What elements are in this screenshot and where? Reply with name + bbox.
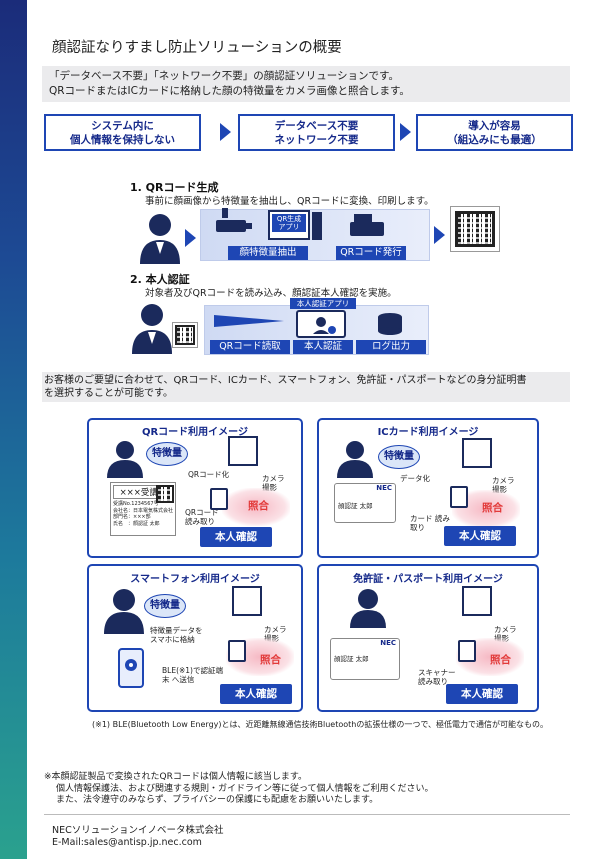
- step2-read-box: QRコード読取: [210, 340, 290, 354]
- person-icon: [107, 441, 143, 478]
- side-gradient-bar: [0, 0, 27, 859]
- face-scan-icon: [228, 436, 258, 466]
- qr-convert-label: QRコード化: [188, 470, 230, 479]
- id-card-icon: NEC 顔認証 太郎: [330, 638, 400, 680]
- person-icon: [104, 589, 144, 634]
- camera-label: カメラ 撮影: [262, 474, 285, 492]
- step1-heading: 1. QRコード生成: [130, 181, 219, 194]
- printer-icon: [350, 214, 384, 236]
- ic-card-title: ICカード利用イメージ: [377, 427, 479, 438]
- tablet-icon: [210, 488, 228, 510]
- arrow-right-icon: [400, 123, 411, 141]
- tablet-icon: [458, 640, 476, 662]
- card-name: 顔認証 太郎: [334, 655, 369, 663]
- match-label: 照合: [490, 654, 511, 666]
- step1-extract-box: 顔特徴量抽出: [228, 246, 308, 260]
- qr-gen-app-label: QR生成 アプリ: [272, 214, 306, 232]
- match-highlight: [222, 488, 290, 526]
- face-scan-icon: [232, 586, 262, 616]
- feature-bubble: 特徴量: [144, 594, 186, 618]
- identity-confirm-tag: 本人確認: [446, 684, 518, 704]
- arrow-right-icon: [220, 123, 231, 141]
- intro-line-1: 「データベース不要」「ネットワーク不要」の顔認証ソリューションです。: [49, 70, 399, 82]
- step2-auth-box: 本人認証: [293, 340, 353, 354]
- location-pin-icon: [125, 659, 137, 671]
- person-icon: [140, 214, 180, 264]
- store-label: 特徴量データを スマホに格納: [150, 626, 203, 644]
- license-card-title: 免許証・パスポート利用イメージ: [353, 574, 503, 585]
- qr-card-title: QRコード利用イメージ: [141, 427, 248, 438]
- note-line-3: また、法令遵守のみならず、プライバシーの保護にも配慮をお願いいたします。: [56, 795, 379, 805]
- face-scan-icon: [313, 317, 336, 334]
- match-label: 照合: [482, 502, 503, 514]
- feature-bubble: 特徴量: [146, 442, 188, 466]
- step1-description: 事前に顔画像から特徴量を抽出し、QRコードに変換、印刷します。: [145, 196, 434, 207]
- face-scan-icon: [462, 438, 492, 468]
- note-line-2: 個人情報保護法、および関連する規則・ガイドライン等に従って個人情報をご利用くださ…: [56, 783, 434, 794]
- identity-confirm-tag: 本人確認: [220, 684, 292, 704]
- choice-box: お客様のご要望に合わせて、QRコード、ICカード、スマートフォン、免許証・パスポ…: [42, 372, 570, 402]
- qr-code-icon: [156, 485, 174, 503]
- nec-logo: NEC: [376, 484, 392, 492]
- step2-heading: 2. 本人認証: [130, 273, 190, 286]
- match-label: 照合: [248, 500, 269, 512]
- ble-label: BLE(※1)で認証端末 へ送信: [162, 666, 223, 684]
- step2-description: 対象者及びQRコードを読み込み、顔認証本人確認を実施。: [145, 288, 397, 299]
- ble-footnote: (※1) BLE(Bluetooth Low Energy)とは、近距離無線通信…: [92, 720, 549, 729]
- tablet-face-icon: [296, 310, 346, 338]
- smartphone-icon: [118, 648, 144, 688]
- qr-code-card: [450, 206, 500, 252]
- arrow-right-icon: [185, 229, 196, 247]
- card-name: 顔認証 太郎: [338, 502, 373, 510]
- person-icon: [132, 304, 172, 354]
- arrow-right-icon: [214, 315, 284, 327]
- person-icon: [337, 441, 373, 478]
- smartphone-card-title: スマートフォン利用イメージ: [130, 574, 260, 585]
- choice-line-2: を選択することが可能です。: [44, 388, 173, 399]
- note-line-1: ※本顔認証製品で変換されたQRコードは個人情報に該当します。: [44, 772, 307, 782]
- qr-code-icon: [455, 211, 495, 247]
- camera-icon: [216, 208, 252, 232]
- qr-code-icon: [175, 325, 195, 345]
- page-title: 顔認証なりすまし防止ソリューションの概要: [52, 40, 342, 56]
- match-label: 照合: [260, 654, 281, 666]
- identity-confirm-tag: 本人確認: [200, 527, 272, 547]
- database-icon: [378, 313, 402, 335]
- card-read-label: カード 読み取り: [410, 514, 450, 532]
- feature-no-database: データベース不要ネットワーク不要: [238, 114, 395, 151]
- contact-email: E-Mail:sales@antisp.jp.nec.com: [52, 837, 202, 848]
- choice-line-1: お客様のご要望に合わせて、QRコード、ICカード、スマートフォン、免許証・パスポ…: [44, 375, 527, 386]
- qr-read-label: QRコード 読み取り: [185, 508, 219, 526]
- step1-issue-box: QRコード発行: [336, 246, 406, 260]
- feature-no-personal-data: システム内に個人情報を保持しない: [44, 114, 201, 151]
- company-name: NECソリューションイノベータ株式会社: [52, 825, 224, 836]
- feature-bubble: 特徴量: [378, 445, 420, 469]
- camera-label: カメラ 撮影: [492, 476, 515, 494]
- intro-box: 「データベース不要」「ネットワーク不要」の顔認証ソリューションです。 QRコード…: [42, 66, 570, 102]
- face-scan-icon: [462, 586, 492, 616]
- monitor-icon: QR生成 アプリ: [268, 210, 310, 240]
- privacy-notes: ※本顔認証製品で変換されたQRコードは個人情報に該当します。 個人情報保護法、お…: [44, 772, 434, 807]
- divider: [44, 814, 570, 815]
- person-icon: [350, 589, 386, 628]
- nec-logo: NEC: [380, 639, 396, 647]
- identity-confirm-tag: 本人確認: [444, 526, 516, 546]
- step2-log-box: ログ出力: [356, 340, 426, 354]
- scanner-read-label: スキャナー 読み取り: [418, 668, 456, 686]
- arrow-right-icon: [434, 226, 445, 244]
- ic-card-icon: NEC 顔認証 太郎: [334, 483, 396, 523]
- feature-easy-install: 導入が容易（組込みにも最適）: [416, 114, 573, 151]
- tablet-icon: [450, 486, 468, 508]
- qr-code-card: [172, 322, 198, 348]
- intro-line-2: QRコードまたはICカードに格納した顔の特徴量をカメラ画像と照合します。: [49, 84, 410, 97]
- auth-app-label: 本人認証アプリ: [290, 298, 356, 309]
- data-convert-label: データ化: [400, 474, 430, 483]
- pc-tower-icon: [312, 212, 322, 240]
- tablet-icon: [228, 640, 246, 662]
